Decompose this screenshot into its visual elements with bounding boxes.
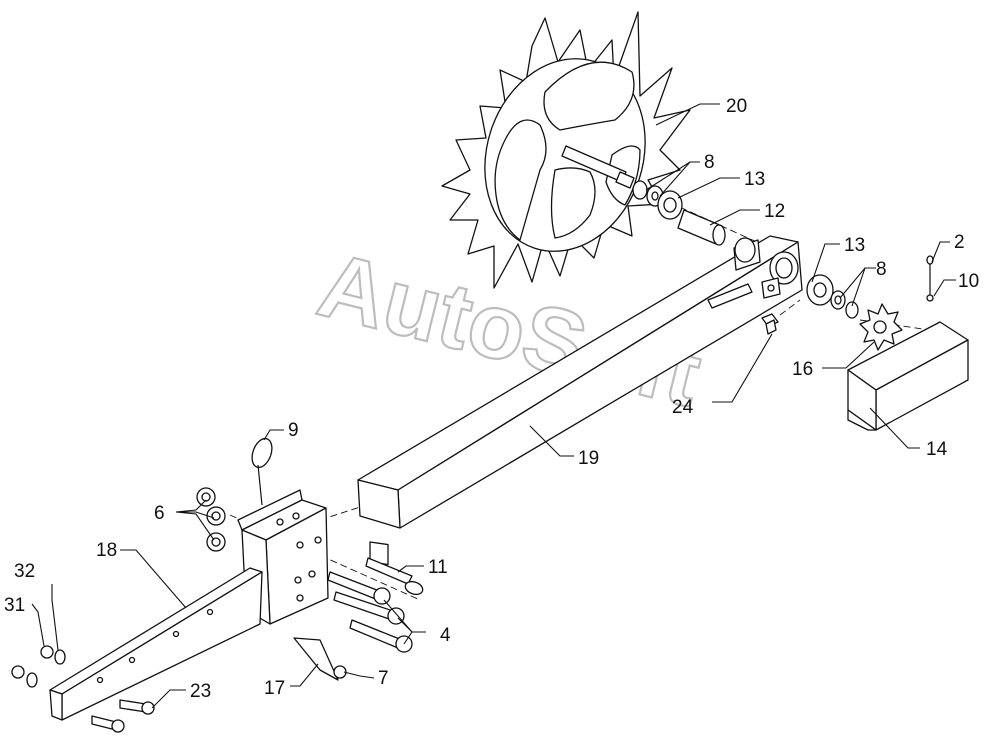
callout-8-upper: 8 [704, 152, 715, 173]
main-beam [357, 235, 803, 566]
callout-11: 11 [428, 557, 448, 578]
callout-18: 18 [96, 540, 117, 561]
callout-12: 12 [764, 201, 785, 222]
callout-8-lower: 8 [876, 259, 887, 280]
callout-2: 2 [954, 232, 965, 253]
callout-9: 9 [288, 420, 299, 441]
callout-31: 31 [4, 595, 25, 616]
callout-6: 6 [154, 503, 165, 524]
callout-24: 24 [672, 397, 694, 418]
callout-labels: 20 8 13 12 13 8 2 10 16 24 14 19 9 6 11 … [4, 96, 979, 702]
callout-4: 4 [440, 625, 451, 646]
callout-19: 19 [578, 448, 599, 469]
clip-17 [293, 637, 347, 681]
nuts-6 [196, 487, 226, 552]
pin-11 [365, 557, 424, 596]
small-hardware [11, 645, 155, 733]
callout-20: 20 [726, 96, 747, 117]
cover-box [847, 321, 969, 431]
bar-18 [49, 567, 263, 721]
leader-lines [31, 103, 956, 709]
callout-7: 7 [378, 668, 389, 689]
callout-13-upper: 13 [744, 169, 765, 190]
upper-shaft-hardware [632, 180, 726, 246]
lynch-pin [251, 437, 273, 506]
callout-14: 14 [926, 439, 948, 460]
callout-23: 23 [190, 681, 211, 702]
callout-13-lower: 13 [844, 235, 865, 256]
lower-shaft-hardware [806, 274, 903, 351]
callout-32: 32 [14, 561, 35, 582]
callout-17: 17 [264, 678, 285, 699]
cotter-pins [926, 255, 934, 302]
bolts-4 [327, 571, 413, 653]
sprocket-wheel [441, 11, 691, 289]
bolt-24 [761, 313, 779, 335]
callout-16: 16 [792, 359, 813, 380]
callout-10: 10 [958, 271, 979, 292]
